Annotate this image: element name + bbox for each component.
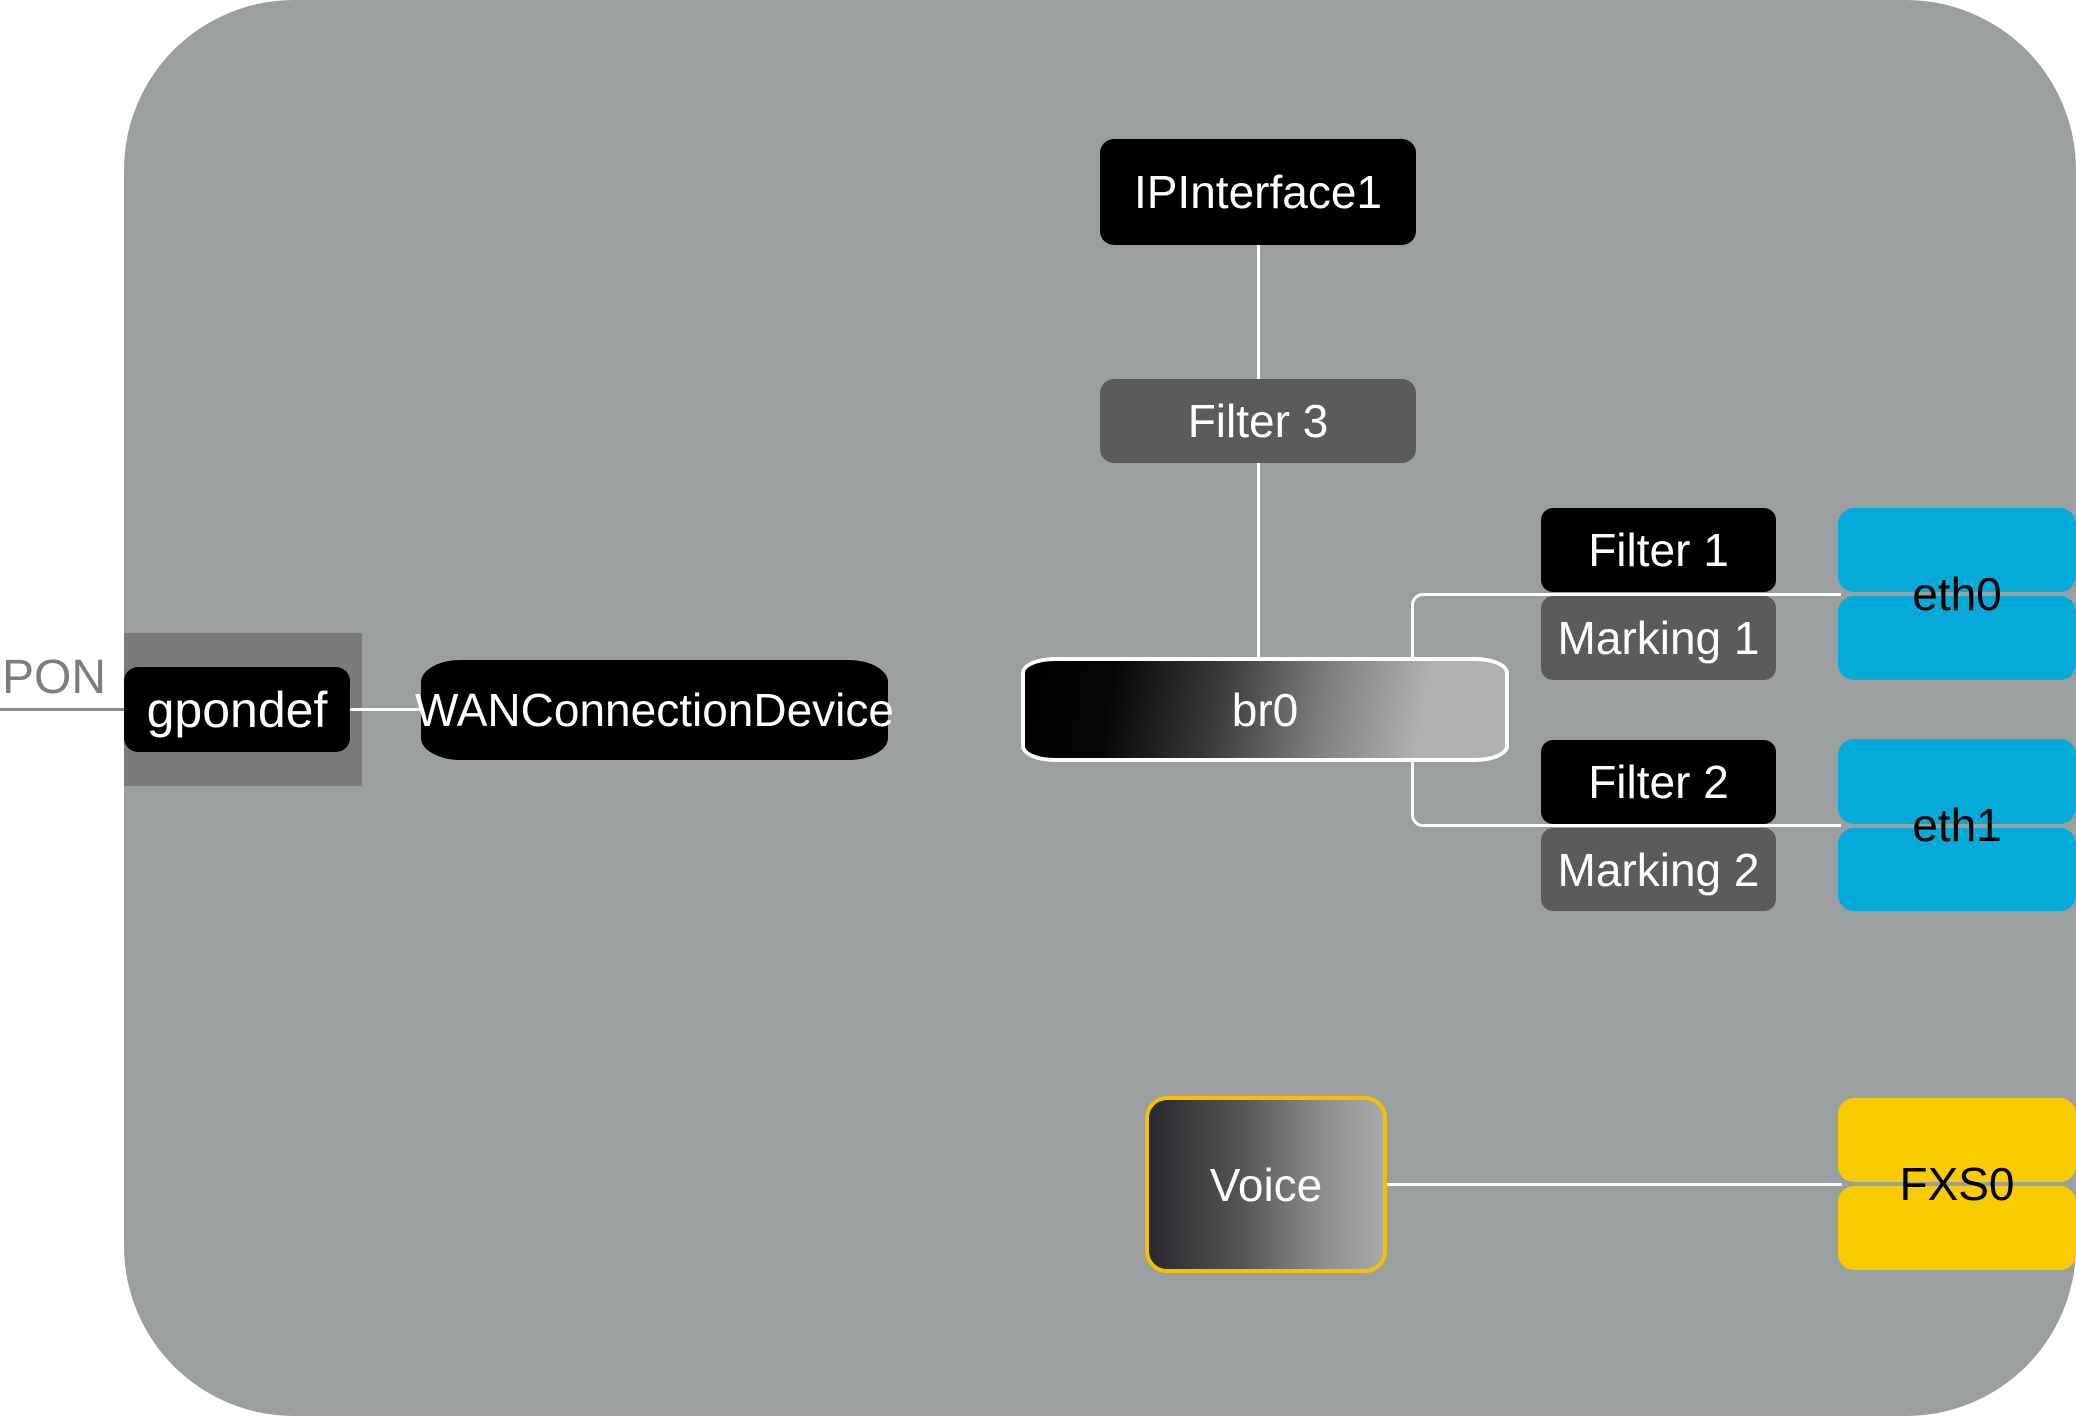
- link-eth0-tail: [1741, 593, 1841, 596]
- fxs0-port-top: [1838, 1098, 2076, 1182]
- marking1-label: Marking 1: [1557, 612, 1760, 664]
- link-filter3-br0: [1257, 463, 1260, 657]
- filter3-label: Filter 3: [1187, 395, 1329, 447]
- eth0-port-bottom: [1838, 596, 2076, 680]
- link-br0-eth0: [1411, 593, 1741, 659]
- wan-connection-device-node[interactable]: WANConnectionDevice: [415, 660, 894, 760]
- fxs0-label: FXS0: [1899, 1158, 2015, 1210]
- link-gpondef-wan: [350, 708, 421, 711]
- voice-service-node[interactable]: Voice: [1145, 1096, 1387, 1273]
- ipinterface1-label: IPInterface1: [1133, 166, 1383, 218]
- marking1-node[interactable]: Marking 1: [1541, 596, 1776, 680]
- gpondef-node[interactable]: gpondef: [124, 667, 350, 752]
- link-br0-eth1: [1411, 760, 1741, 827]
- voice-label: Voice: [1209, 1158, 1323, 1211]
- eth1-label: eth1: [1912, 799, 2002, 851]
- pon-link-line: [0, 708, 124, 711]
- fxs0-port-bottom: [1838, 1186, 2076, 1270]
- ipinterface1-node[interactable]: IPInterface1: [1100, 139, 1416, 245]
- eth0-port-top: [1838, 508, 2076, 592]
- fxs0-port[interactable]: FXS0: [1838, 1098, 2076, 1270]
- link-eth1-tail: [1741, 824, 1841, 827]
- eth1-port-bottom: [1838, 828, 2076, 911]
- eth1-port[interactable]: eth1: [1838, 739, 2076, 911]
- eth0-port[interactable]: eth0: [1838, 508, 2076, 680]
- br0-label: br0: [1231, 683, 1299, 736]
- filter3-node[interactable]: Filter 3: [1100, 379, 1416, 463]
- wan-connection-device-label: WANConnectionDevice: [415, 684, 894, 736]
- filter2-node[interactable]: Filter 2: [1541, 740, 1776, 824]
- pon-label: PON: [2, 651, 107, 704]
- marking2-node[interactable]: Marking 2: [1541, 828, 1776, 911]
- br0-bridge-node[interactable]: br0: [1021, 657, 1509, 762]
- filter1-node[interactable]: Filter 1: [1541, 508, 1776, 592]
- link-voice-fxs0: [1387, 1183, 1842, 1186]
- filter2-label: Filter 2: [1588, 756, 1729, 808]
- gpondef-label: gpondef: [146, 681, 328, 738]
- eth1-port-top: [1838, 739, 2076, 824]
- marking2-label: Marking 2: [1557, 843, 1760, 896]
- filter1-label: Filter 1: [1588, 524, 1729, 576]
- link-ipinterface-filter3: [1257, 245, 1260, 379]
- eth0-label: eth0: [1912, 568, 2002, 620]
